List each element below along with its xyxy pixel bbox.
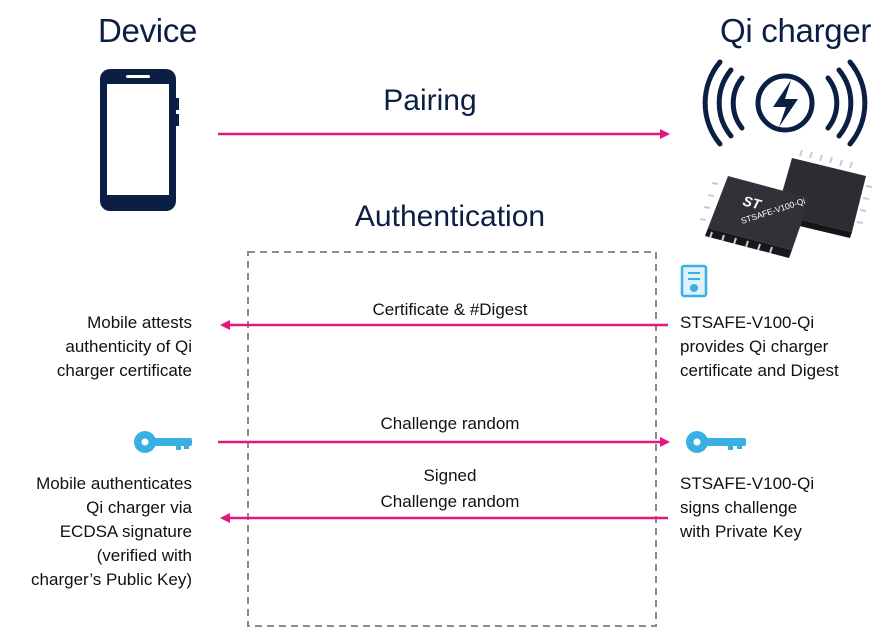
signs-note: STSAFE-V100-Qi signs challenge with Priv…: [680, 472, 870, 544]
svg-text:ST: ST: [741, 192, 764, 212]
attest-note: Mobile attests authenticity of Qi charge…: [10, 311, 192, 383]
authenticate-note: Mobile authenticates Qi charger via ECDS…: [0, 472, 192, 592]
certificate-arrow-label: Certificate & #Digest: [372, 300, 528, 319]
key-icon: [134, 431, 192, 453]
provides-note-line: certificate and Digest: [680, 361, 839, 380]
signs-note-line: signs challenge: [680, 498, 798, 517]
authenticate-note-line: (verified with: [96, 546, 192, 565]
signed-arrow-label-line2: Challenge random: [380, 492, 520, 511]
signs-note-line: with Private Key: [680, 522, 802, 541]
challenge-arrow-label: Challenge random: [380, 414, 520, 433]
device-header: Device: [98, 12, 198, 49]
provides-note-line: STSAFE-V100-Qi: [680, 313, 815, 332]
attest-note-line: Mobile attests: [87, 313, 192, 332]
authenticate-note-line: charger’s Public Key): [31, 570, 192, 589]
phone-icon: [100, 69, 179, 211]
provides-note-line: provides Qi charger: [680, 337, 829, 356]
attest-note-line: charger certificate: [56, 361, 192, 380]
charger-header: Qi charger: [720, 12, 872, 49]
authenticate-note-line: ECDSA signature: [59, 522, 192, 541]
certificate-icon: [680, 264, 708, 298]
signed-arrow-label-line1: Signed: [423, 466, 477, 485]
pairing-title: Pairing: [383, 84, 477, 117]
authentication-title: Authentication: [354, 200, 546, 233]
chip-icon: ST STSAFE-V100-Qi: [699, 149, 873, 258]
attest-note-line: authenticity of Qi: [65, 337, 192, 356]
authentication-box: [247, 251, 657, 627]
authenticate-note-line: Qi charger via: [86, 498, 192, 517]
wireless-charging-icon: [702, 59, 868, 147]
signs-note-line: STSAFE-V100-Qi: [680, 474, 815, 493]
authenticate-note-line: Mobile authenticates: [36, 474, 192, 493]
provides-note: STSAFE-V100-Qi provides Qi charger certi…: [680, 311, 870, 383]
key-icon: [686, 431, 746, 453]
